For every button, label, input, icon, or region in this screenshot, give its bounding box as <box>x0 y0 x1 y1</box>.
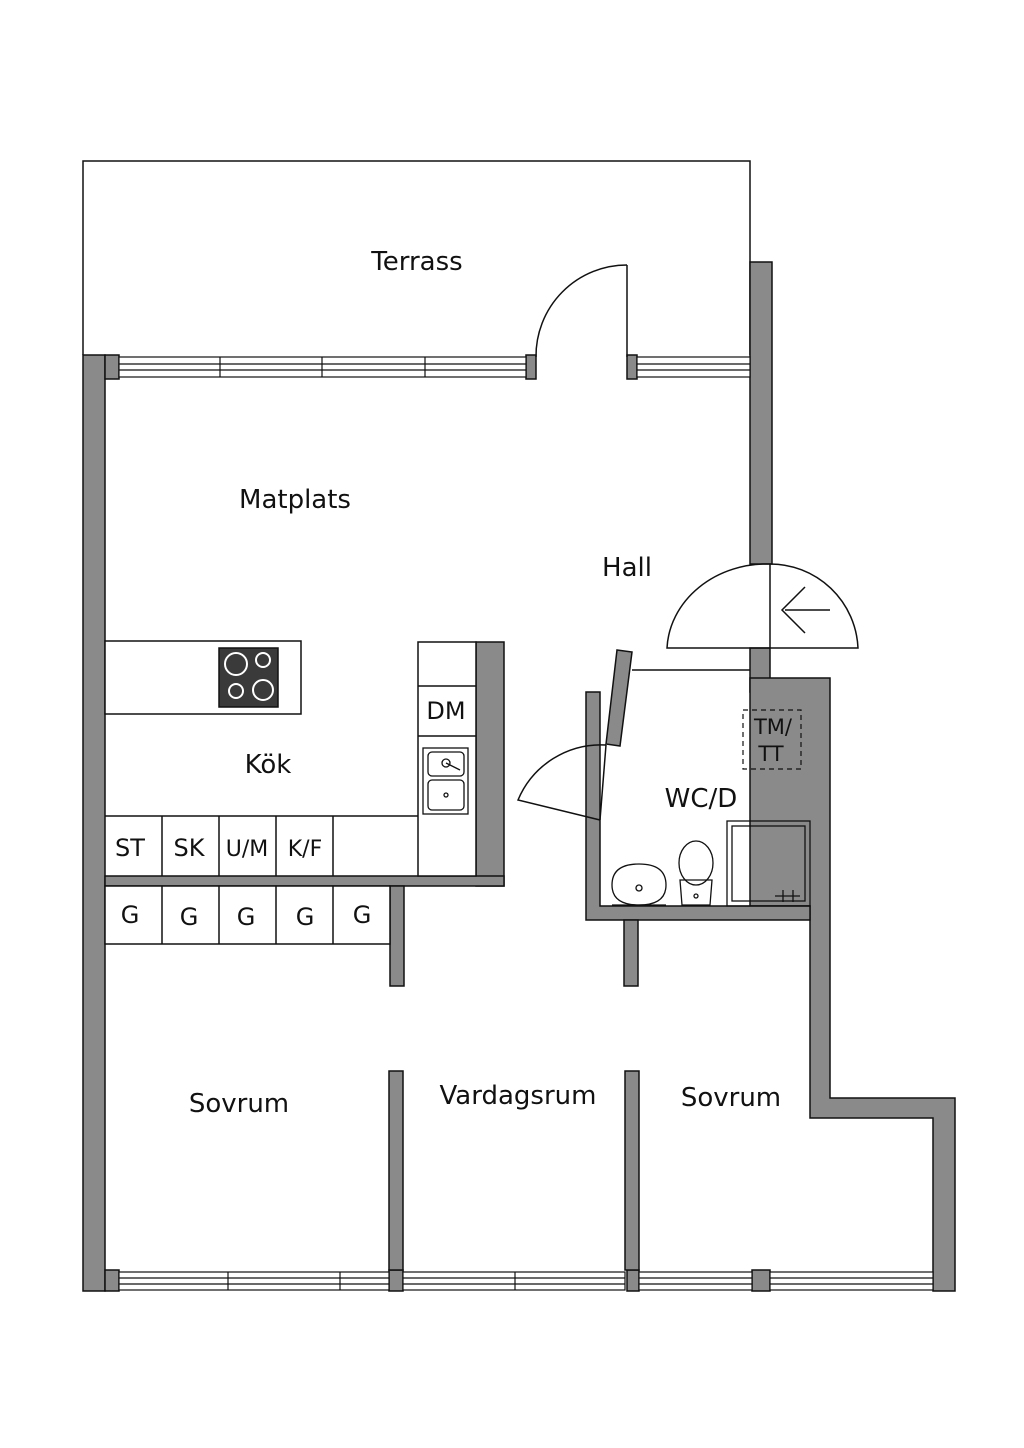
wardrobe-label: G <box>353 901 372 929</box>
wardrobes <box>104 885 391 945</box>
walls <box>82 261 956 1292</box>
wardrobe-label: G <box>180 903 199 931</box>
kitchen-island <box>104 640 302 715</box>
room-label-wc: WC/D <box>665 784 738 814</box>
room-label-sovrum-left: Sovrum <box>189 1089 289 1119</box>
room-label-sovrum-right: Sovrum <box>681 1083 781 1113</box>
fixture-label-dm: DM <box>426 697 465 725</box>
sink-icon <box>422 747 469 815</box>
fixture-label-tm: TM/ <box>753 715 793 739</box>
terrace <box>82 160 751 355</box>
entrance-door <box>632 563 859 671</box>
wardrobe-label: G <box>296 903 315 931</box>
terrace-door <box>535 264 628 358</box>
room-label-matplats: Matplats <box>239 485 351 515</box>
cooktop-icon <box>218 647 279 708</box>
washer-dryer-area <box>742 709 802 770</box>
windows-bottom <box>118 1271 934 1291</box>
toilet-icon <box>678 840 714 906</box>
room-label-hall: Hall <box>602 553 652 583</box>
room-label-terrass: Terrass <box>370 247 462 277</box>
washbasin-icon <box>611 863 667 906</box>
fixture-label-sk: SK <box>174 834 206 862</box>
shower-icon <box>726 820 811 907</box>
fixture-label-um: U/M <box>226 837 269 862</box>
windows-top <box>118 356 751 378</box>
wardrobe-label: G <box>121 901 140 929</box>
fixture-label-tt: TT <box>757 742 783 766</box>
wardrobe-label: G <box>237 903 256 931</box>
appliance-row <box>161 816 334 876</box>
room-label-kok: Kök <box>245 750 292 780</box>
fixture-label-st: ST <box>115 834 145 862</box>
fixture-label-kf: K/F <box>288 837 323 862</box>
wc-door <box>516 744 607 821</box>
room-label-vardagsrum: Vardagsrum <box>440 1081 597 1111</box>
